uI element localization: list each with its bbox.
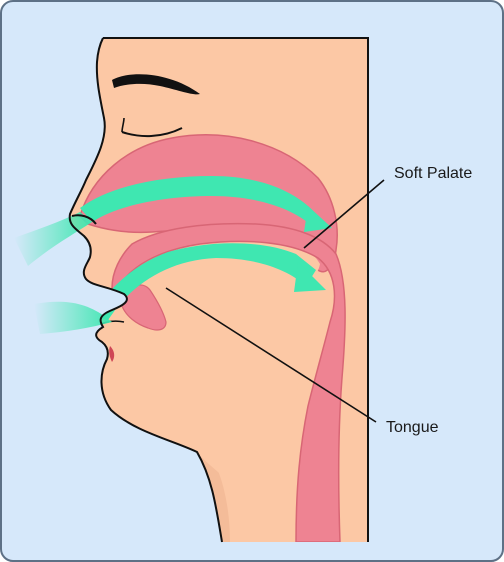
tongue-tip <box>121 284 167 331</box>
eyebrow <box>112 74 200 95</box>
oral-cavity <box>111 222 346 542</box>
airflow-mouth-external <box>34 301 112 334</box>
airflow-oral <box>92 243 316 320</box>
head-outline <box>68 37 223 543</box>
tongue-leader <box>165 287 377 423</box>
airflow-oral-arrowhead <box>294 262 326 292</box>
soft-palate-leader <box>303 179 385 249</box>
airflow-nasal-arrowhead <box>304 206 332 232</box>
tongue-body <box>142 264 314 542</box>
nostril <box>71 214 97 225</box>
eye-lid <box>121 117 125 133</box>
tongue-label: Tongue <box>386 419 439 436</box>
soft-palate-label: Soft Palate <box>394 165 472 182</box>
airflow-nasal <box>80 176 326 226</box>
head-back-outline <box>103 37 369 542</box>
closed-eye <box>121 127 183 138</box>
mouth-corner <box>109 346 115 362</box>
